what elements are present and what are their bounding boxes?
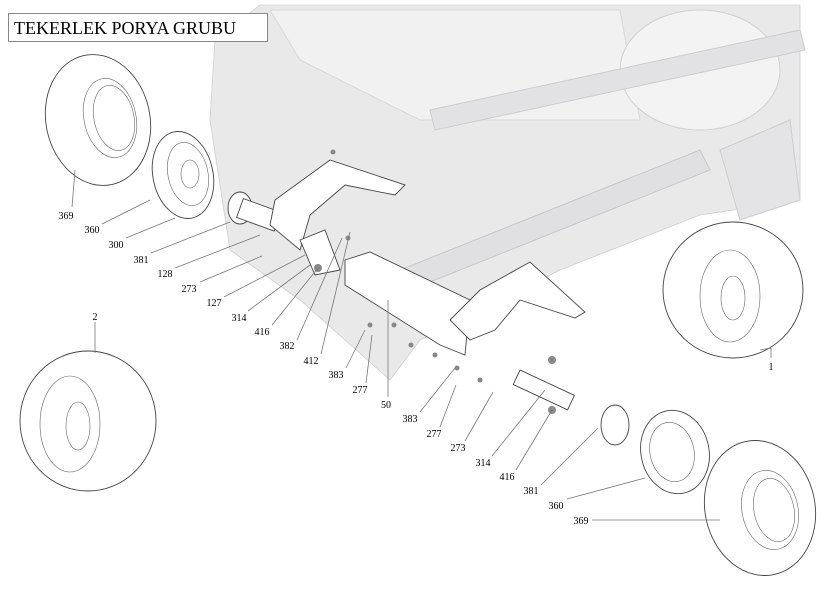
callout-381: 381 bbox=[134, 255, 149, 266]
shaft-314-right bbox=[512, 369, 575, 411]
callout-314: 314 bbox=[232, 313, 247, 324]
callout-277: 277 bbox=[427, 429, 442, 440]
callout-416: 416 bbox=[500, 472, 515, 483]
bracket-right bbox=[449, 261, 586, 341]
callout-383: 383 bbox=[329, 370, 344, 381]
callout-128: 128 bbox=[158, 269, 173, 280]
beam-50 bbox=[344, 251, 471, 356]
rim-360-left bbox=[151, 131, 215, 219]
callout-381: 381 bbox=[524, 486, 539, 497]
tire-369-left bbox=[44, 54, 152, 186]
tire-369-right bbox=[703, 440, 817, 576]
callout-412: 412 bbox=[304, 356, 319, 367]
callout-382: 382 bbox=[280, 341, 295, 352]
callout-300: 300 bbox=[109, 240, 124, 251]
callout-273: 273 bbox=[182, 284, 197, 295]
hub-381-right bbox=[600, 404, 630, 446]
callout-416: 416 bbox=[255, 327, 270, 338]
diagram-title: TEKERLEK PORYA GRUBU bbox=[8, 13, 268, 42]
callout-277: 277 bbox=[353, 385, 368, 396]
callout-2: 2 bbox=[93, 312, 98, 323]
hub-381-left bbox=[227, 191, 282, 232]
leader-lines bbox=[71, 169, 772, 521]
callout-labels: 369 360 300 381 128 273 127 314 416 382 … bbox=[59, 211, 774, 527]
callout-360: 360 bbox=[85, 225, 100, 236]
callout-1: 1 bbox=[769, 362, 774, 373]
callout-360: 360 bbox=[549, 501, 564, 512]
wheel-assembly-2 bbox=[19, 350, 157, 492]
rim-360-right bbox=[640, 409, 710, 495]
wheel-assembly-1 bbox=[662, 221, 804, 359]
callout-383: 383 bbox=[403, 414, 418, 425]
callout-369: 369 bbox=[574, 516, 589, 527]
callout-369: 369 bbox=[59, 211, 74, 222]
callout-127: 127 bbox=[207, 298, 222, 309]
bracket-382 bbox=[299, 229, 341, 276]
callout-50: 50 bbox=[381, 400, 391, 411]
callout-273: 273 bbox=[451, 443, 466, 454]
callout-314: 314 bbox=[476, 458, 491, 469]
bracket-127 bbox=[269, 159, 406, 251]
